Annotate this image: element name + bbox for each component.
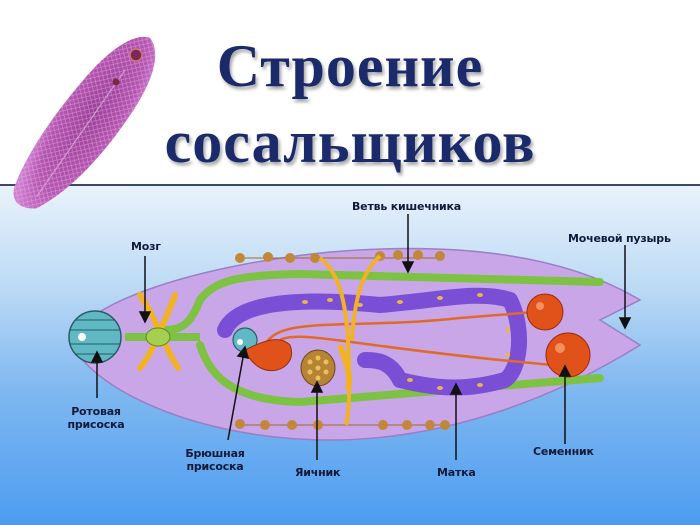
title-line-2: сосальщиков bbox=[164, 109, 536, 175]
vitelline-duct bbox=[318, 254, 382, 426]
label-bladder: Мочевой пузырь bbox=[568, 232, 671, 245]
title-line-1: Строение bbox=[216, 33, 484, 99]
testis-anterior bbox=[526, 293, 564, 331]
label-testis: Семенник bbox=[533, 445, 594, 458]
label-gut-branch: Ветвь кишечника bbox=[352, 200, 462, 213]
label-uterus: Матка bbox=[437, 466, 476, 479]
gut bbox=[161, 269, 604, 407]
fluke-anatomy-diagram bbox=[68, 214, 642, 460]
divider-line bbox=[0, 184, 700, 186]
label-oral-sucker: Ротовая присоска bbox=[67, 405, 125, 431]
fluke-photo bbox=[13, 36, 156, 209]
vitellaria-bottom bbox=[235, 419, 450, 430]
label-brain: Мозг bbox=[131, 240, 161, 253]
oral-sucker bbox=[68, 310, 122, 364]
label-ventral-sucker: Брюшная присоска bbox=[185, 447, 245, 473]
label-ovary: Яичник bbox=[295, 466, 341, 479]
